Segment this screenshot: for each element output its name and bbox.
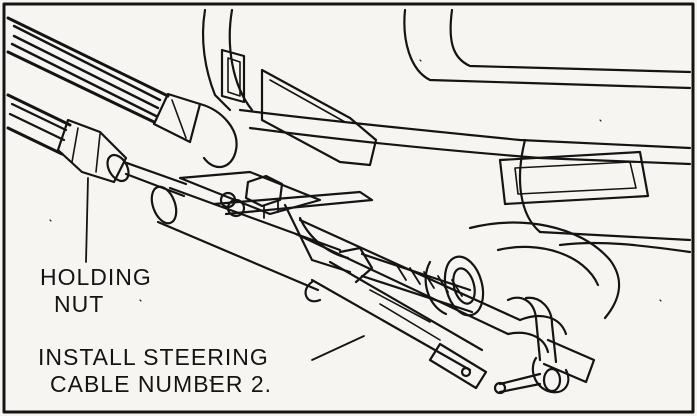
holding-nut-label-line2: NUT (54, 291, 105, 317)
holding-nut-icon (56, 118, 128, 184)
print-speckle (49, 59, 662, 382)
bolt-icon (244, 174, 284, 208)
holding-nut-label-line1: HOLDING (40, 264, 152, 290)
steering-cable-2 (6, 93, 188, 198)
holding-nut-leader (85, 177, 89, 263)
steering-link-rod (294, 218, 596, 395)
holding-nut-label: HOLDING NUT (40, 264, 152, 318)
install-cable-label-line1: INSTALL STEERING (38, 344, 269, 370)
threaded-rod (360, 252, 485, 317)
steering-cable-1 (6, 16, 238, 168)
install-cable-label: INSTALL STEERING CABLE NUMBER 2. (38, 344, 272, 398)
install-cable-label-line2: CABLE NUMBER 2. (50, 371, 273, 397)
install-leader (311, 335, 365, 361)
motor-housing (201, 8, 692, 320)
